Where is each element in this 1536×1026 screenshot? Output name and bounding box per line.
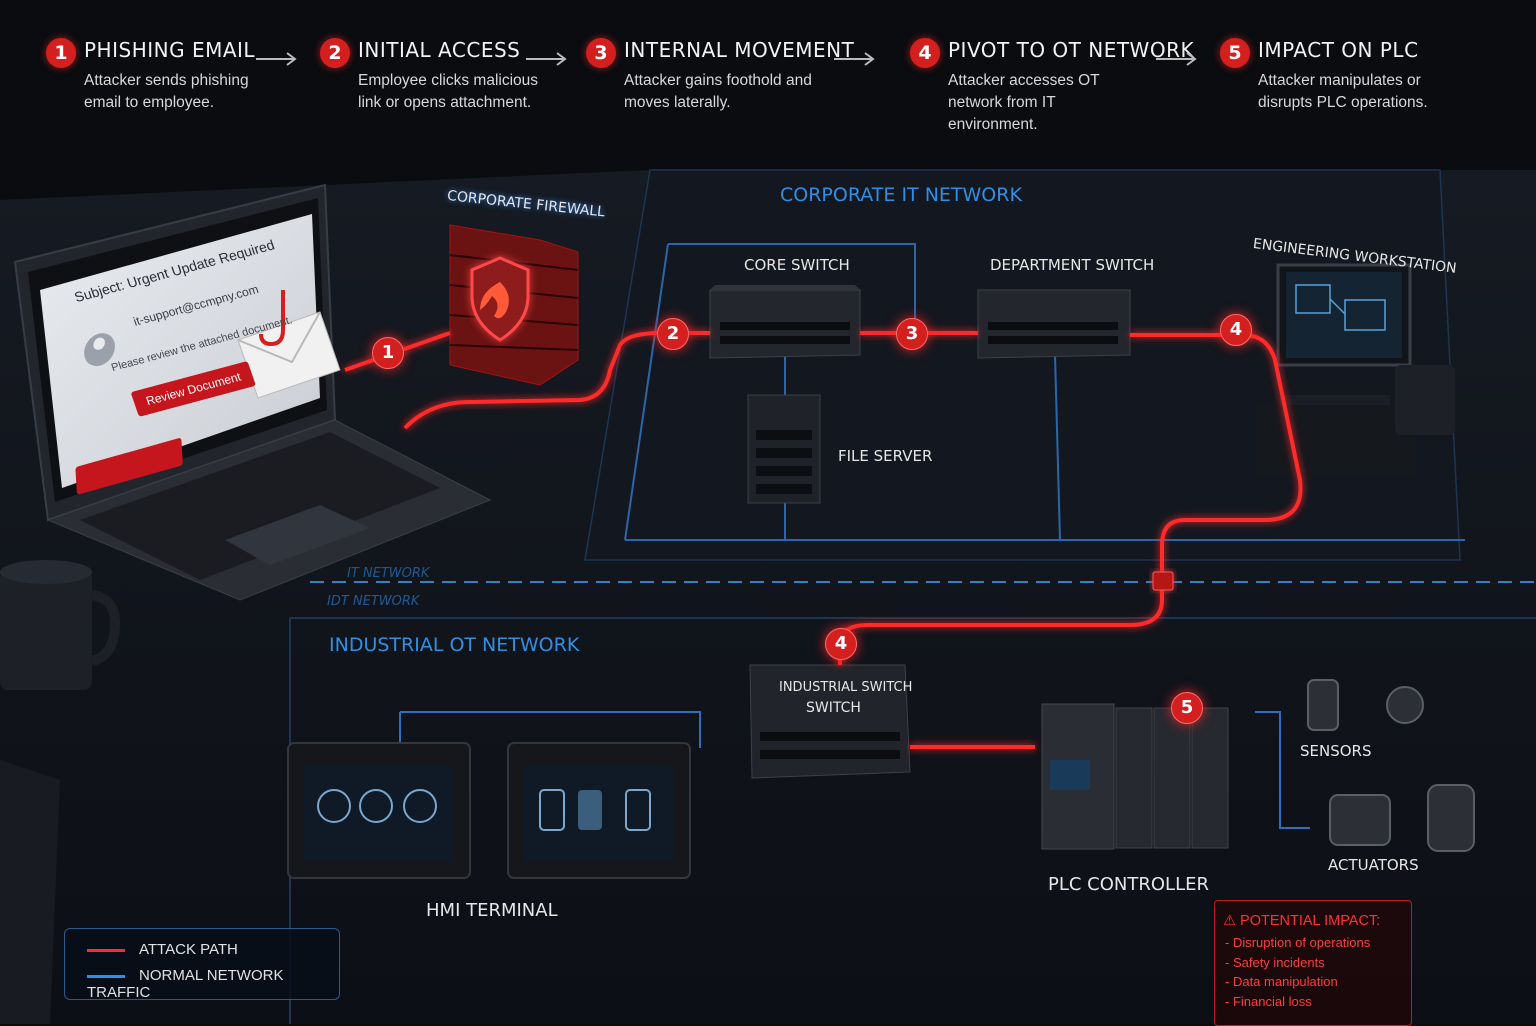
attack-path-swatch xyxy=(87,948,125,952)
corporate-network-title: CORPORATE IT NETWORK xyxy=(780,184,1022,206)
core-switch-label: CORE SWITCH xyxy=(744,256,850,274)
ghost-label-ot: IDT NETWORK xyxy=(327,594,420,609)
legend-normal-traffic: NORMAL NETWORK TRAFFIC xyxy=(87,967,339,1001)
impact-item: Safety incidents xyxy=(1225,953,1370,973)
sensor-icons xyxy=(1307,679,1424,731)
file-server-label: FILE SERVER xyxy=(838,447,933,465)
step-description: Attacker manipulates or disrupts PLC ope… xyxy=(1258,72,1428,111)
hmi-terminal-2-graphic xyxy=(507,742,691,879)
core-switch-graphic xyxy=(709,285,861,359)
it-ot-gateway-icon xyxy=(1152,571,1174,591)
actuators-label: ACTUATORS xyxy=(1328,856,1419,874)
industrial-switch-label: INDUSTRIAL SWITCH xyxy=(779,680,913,695)
step-number-badge: 5 xyxy=(1220,38,1250,68)
industrial-switch-sub-label: SWITCH xyxy=(806,700,861,716)
industrial-network-title: INDUSTRIAL OT NETWORK xyxy=(329,634,580,656)
step-title: INTERNAL MOVEMENT xyxy=(624,38,855,62)
industrial-switch-graphic xyxy=(749,664,911,779)
email-sender: it-support@ccmpny.com xyxy=(131,282,261,329)
legend: ATTACK PATH NORMAL NETWORK TRAFFIC xyxy=(64,928,340,1001)
actuator-icons xyxy=(1329,784,1475,852)
step-arrow-icon xyxy=(1156,52,1197,66)
firewall-graphic xyxy=(449,224,579,386)
notebook xyxy=(0,760,60,1024)
normal-traffic-lines xyxy=(624,243,1465,541)
laptop xyxy=(13,183,492,601)
step-number-badge: 2 xyxy=(320,38,350,68)
plc-controller-label: PLC CONTROLLER xyxy=(1048,874,1209,895)
ghost-label-it: IT NETWORK xyxy=(347,566,430,581)
step-description: Attacker gains foothold and moves latera… xyxy=(624,72,812,111)
legend-normal-traffic-label: NORMAL NETWORK TRAFFIC xyxy=(87,967,284,1001)
file-server-graphic xyxy=(747,394,821,504)
engineering-workstation-graphic xyxy=(1255,263,1455,475)
phishing-envelope-icon xyxy=(237,290,341,399)
impact-item: Disruption of operations xyxy=(1225,933,1370,953)
plc-controller-graphic xyxy=(1041,703,1229,850)
department-switch-graphic xyxy=(977,289,1131,359)
coffee-mug xyxy=(0,560,120,690)
sensors-label: SENSORS xyxy=(1300,742,1372,760)
hmi-terminal-1-graphic xyxy=(287,742,471,879)
normal-traffic-swatch xyxy=(87,974,125,978)
step-arrow-icon xyxy=(526,52,567,66)
step-description: Attacker accesses OT network from IT env… xyxy=(948,72,1100,133)
email-window xyxy=(75,333,183,495)
path-badge-1: 1 xyxy=(372,337,404,369)
step-number-badge: 1 xyxy=(46,38,76,68)
path-badge-3: 3 xyxy=(896,318,928,350)
path-badge-4-it: 4 xyxy=(1220,314,1252,346)
step-number-badge: 4 xyxy=(910,38,940,68)
step-arrow-icon xyxy=(834,52,875,66)
impact-item: Financial loss xyxy=(1225,992,1370,1012)
step-number-badge: 3 xyxy=(586,38,616,68)
step-title: INITIAL ACCESS xyxy=(358,38,521,62)
step-title: PIVOT TO OT NETWORK xyxy=(948,38,1195,62)
path-badge-5: 5 xyxy=(1171,692,1203,724)
step-description: Employee clicks malicious link or opens … xyxy=(358,72,539,111)
path-badge-2: 2 xyxy=(657,318,689,350)
legend-attack-path-label: ATTACK PATH xyxy=(139,941,238,958)
step-description: Attacker sends phishing email to employe… xyxy=(84,72,249,111)
step-title: PHISHING EMAIL xyxy=(84,38,256,62)
path-badge-4-ot: 4 xyxy=(825,628,857,660)
step-arrow-icon xyxy=(256,52,297,66)
impact-item: Data manipulation xyxy=(1225,972,1370,992)
potential-impact-box: ⚠ POTENTIAL IMPACT: Disruption of operat… xyxy=(1214,900,1412,1026)
impact-list: Disruption of operations Safety incident… xyxy=(1225,933,1370,1011)
impact-heading: ⚠ POTENTIAL IMPACT: xyxy=(1223,913,1381,929)
ot-zone xyxy=(289,617,1536,1024)
department-switch-label: DEPARTMENT SWITCH xyxy=(990,256,1155,274)
step-title: IMPACT ON PLC xyxy=(1258,38,1419,62)
hmi-terminal-label: HMI TERMINAL xyxy=(426,900,558,921)
legend-attack-path: ATTACK PATH xyxy=(87,941,238,958)
